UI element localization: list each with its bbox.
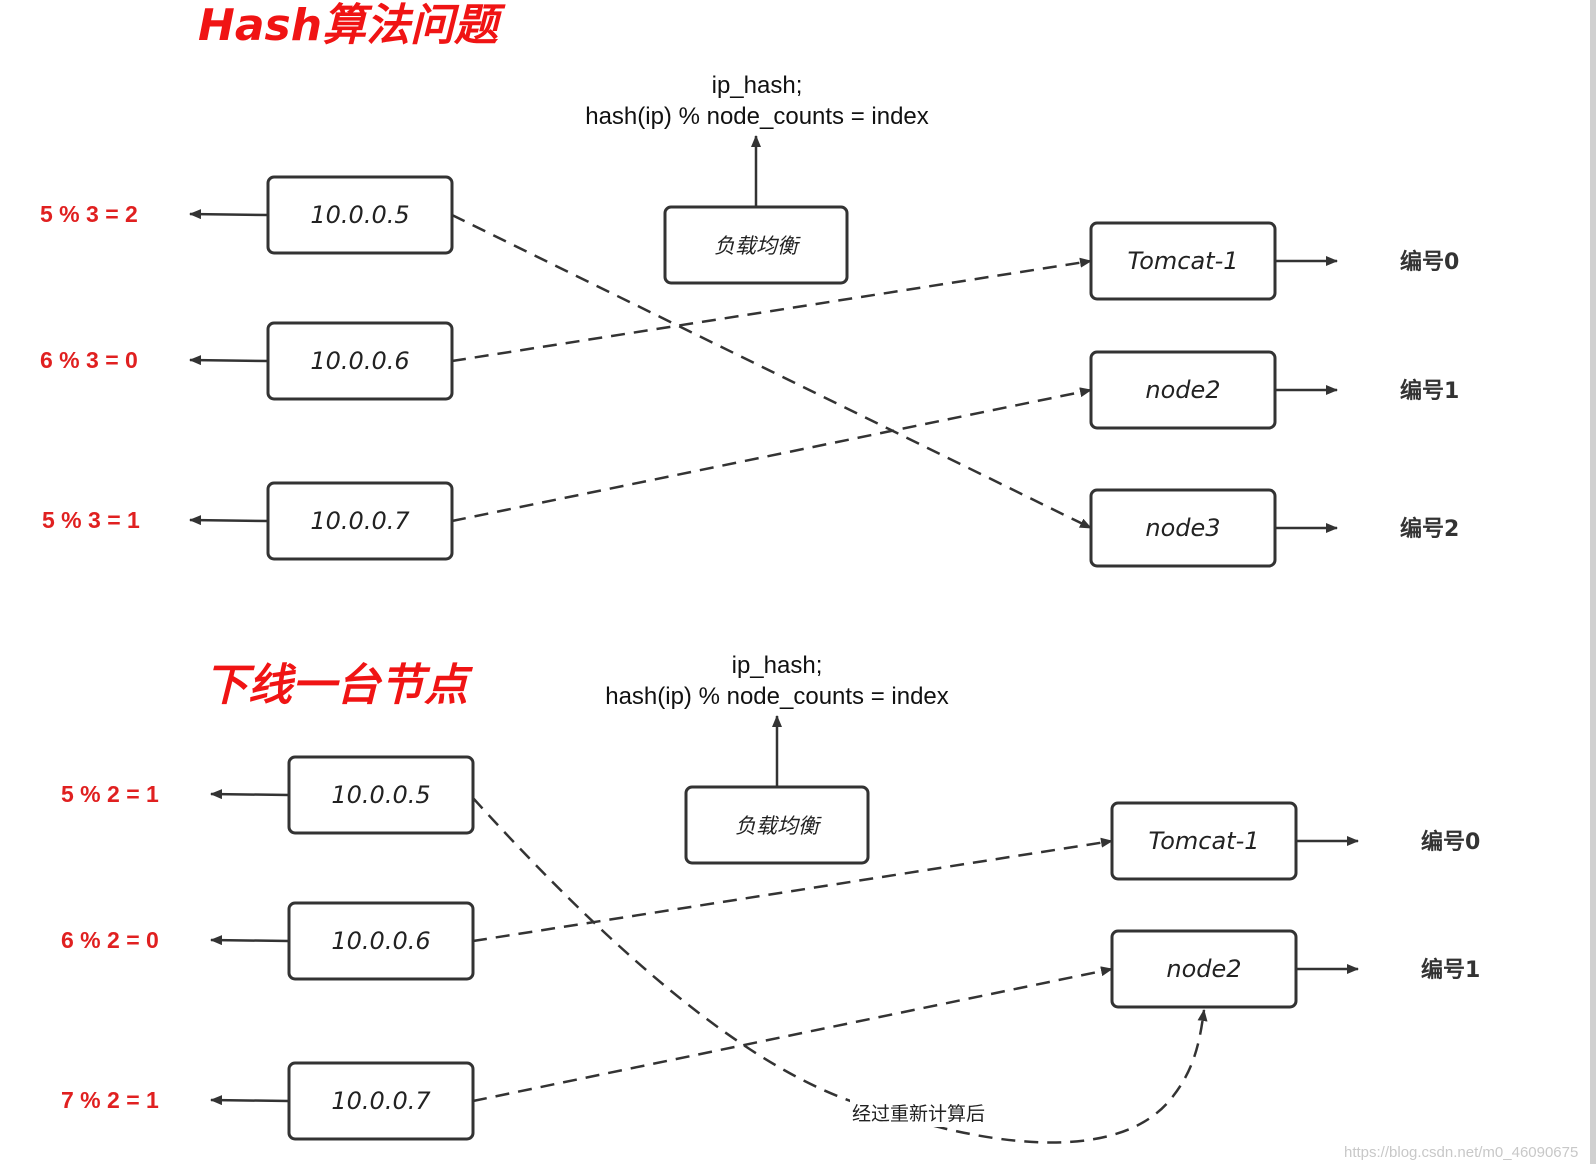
server-name: Tomcat-1 <box>1128 247 1239 275</box>
mapping-10-0-0-7-to-node2 <box>472 966 1113 1103</box>
server-number: 编号0 <box>1400 249 1459 275</box>
section-2: 下线一台节点 ip_hash; hash(ip) % node_counts =… <box>61 652 1480 1144</box>
server-box-1: Tomcat-1 <box>1089 221 1277 301</box>
server-number: 编号1 <box>1421 957 1480 983</box>
calc-arrow <box>210 1095 290 1106</box>
server-name: Tomcat-1 <box>1149 827 1260 855</box>
mapping-10-0-0-6-to-tomcat-1 <box>472 837 1113 943</box>
client-box-3: 10.0.0.7 <box>287 1061 475 1141</box>
load-balancer-box: 负载均衡 <box>663 205 849 285</box>
client-ip: 10.0.0.5 <box>310 201 409 229</box>
client-ip: 10.0.0.5 <box>331 781 430 809</box>
client-ip: 10.0.0.6 <box>310 347 409 375</box>
server-number: 编号2 <box>1400 516 1459 542</box>
section2-title: 下线一台节点 <box>204 660 474 711</box>
calc-label: 7 % 2 = 1 <box>61 1087 159 1113</box>
calc-label: 6 % 3 = 0 <box>40 347 138 373</box>
watermark: https://blog.csdn.net/m0_46090675 <box>1344 1144 1578 1161</box>
server-number: 编号0 <box>1421 829 1480 855</box>
server-box-1: Tomcat-1 <box>1110 801 1298 881</box>
calc-label: 5 % 3 = 2 <box>40 201 138 227</box>
client-ip: 10.0.0.7 <box>310 507 410 535</box>
client-ip: 10.0.0.7 <box>331 1087 431 1115</box>
client-box-3: 10.0.0.7 <box>266 481 454 561</box>
section2-formula-line2: hash(ip) % node_counts = index <box>605 683 949 710</box>
mapping-10-0-0-7-to-node2 <box>451 387 1092 523</box>
server-box-2: node2 <box>1089 350 1277 430</box>
calc-arrow <box>189 515 269 526</box>
section2-formula-line1: ip_hash; <box>732 652 823 679</box>
load-balancer-box: 负载均衡 <box>684 785 870 865</box>
client-box-2: 10.0.0.6 <box>287 901 475 981</box>
server-name: node2 <box>1145 376 1220 404</box>
server-name: node3 <box>1145 514 1220 542</box>
server-name: node2 <box>1166 955 1241 983</box>
server-number: 编号1 <box>1400 378 1459 404</box>
section-1: Hash算法问题 ip_hash; hash(ip) % node_counts… <box>40 0 1459 568</box>
calc-arrow <box>210 789 290 800</box>
calc-arrow <box>189 355 269 366</box>
calc-label: 5 % 2 = 1 <box>61 781 159 807</box>
calc-label: 6 % 2 = 0 <box>61 927 159 953</box>
calc-label: 5 % 3 = 1 <box>42 507 140 533</box>
client-box-1: 10.0.0.5 <box>287 755 475 835</box>
section1-formula-line2: hash(ip) % node_counts = index <box>585 103 929 130</box>
client-box-2: 10.0.0.6 <box>266 321 454 401</box>
section1-title: Hash算法问题 <box>198 0 506 51</box>
mapping-10-0-0-5-to-node3 <box>451 213 1092 530</box>
section1-formula-line1: ip_hash; <box>712 72 803 99</box>
calc-arrow <box>210 935 290 946</box>
recalc-note: 经过重新计算后 <box>852 1103 985 1125</box>
calc-arrow <box>189 209 269 220</box>
mapping-10-0-0-6-to-tomcat-1 <box>451 257 1092 363</box>
server-box-3: node3 <box>1089 488 1277 568</box>
note-background <box>850 1097 992 1127</box>
right-edge-border <box>1590 0 1596 1164</box>
client-box-1: 10.0.0.5 <box>266 175 454 255</box>
load-balancer-label: 负载均衡 <box>735 814 822 838</box>
server-box-2: node2 <box>1110 929 1298 1009</box>
client-ip: 10.0.0.6 <box>331 927 430 955</box>
load-balancer-label: 负载均衡 <box>714 234 801 258</box>
